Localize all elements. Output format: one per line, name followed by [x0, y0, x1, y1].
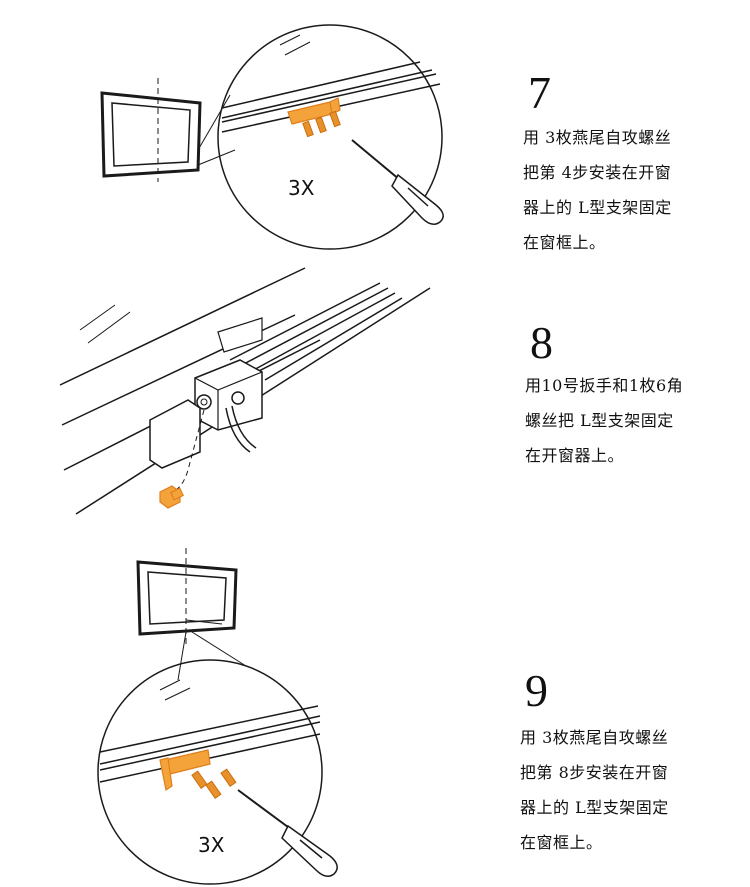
step-8-description: 用10号扳手和1枚6角 螺丝把 L型支架固定 在开窗器上。	[525, 368, 715, 473]
step-7-line-4: 在窗框上。	[523, 233, 606, 252]
step-9-line-2: 把第 8步安装在开窗	[520, 763, 669, 782]
screw-icon	[302, 110, 341, 138]
screwdriver-icon	[237, 789, 338, 877]
step-7-number: 7	[528, 67, 551, 118]
step-9-line-3: 器上的 L型支架固定	[520, 798, 669, 817]
step-7-illustration: 3X	[100, 24, 444, 250]
step-9-count-label: 3X	[198, 833, 225, 857]
step-9-number: 9	[525, 665, 548, 716]
screw-icon	[191, 768, 237, 799]
window-frame-icon	[100, 78, 202, 182]
step-9-description: 用 3枚燕尾自攻螺丝 把第 8步安装在开窗 器上的 L型支架固定 在窗框上。	[520, 720, 710, 860]
step-8-line-2: 螺丝把 L型支架固定	[525, 411, 674, 430]
step-8-line-1: 用10号扳手和1枚6角	[525, 376, 684, 395]
magnifier-circle-icon	[97, 659, 323, 885]
magnifier-circle-icon	[217, 24, 443, 250]
step-8-number: 8	[530, 317, 553, 368]
step-9-illustration: 3X	[97, 548, 338, 885]
step-9-line-4: 在窗框上。	[520, 833, 603, 852]
hex-bolt-icon	[159, 485, 185, 509]
step-9-line-1: 用 3枚燕尾自攻螺丝	[520, 728, 669, 747]
step-7-line-1: 用 3枚燕尾自攻螺丝	[523, 128, 672, 147]
step-7-count-label: 3X	[288, 176, 315, 200]
screwdriver-icon	[351, 139, 444, 225]
window-frame-icon	[136, 548, 238, 648]
l-bracket-icon	[159, 749, 211, 791]
step-8-line-3: 在开窗器上。	[525, 446, 625, 465]
step-7-description: 用 3枚燕尾自攻螺丝 把第 4步安装在开窗 器上的 L型支架固定 在窗框上。	[523, 120, 713, 260]
step-8-illustration	[59, 267, 431, 515]
step-7-line-3: 器上的 L型支架固定	[523, 198, 672, 217]
step-7-line-2: 把第 4步安装在开窗	[523, 163, 672, 182]
